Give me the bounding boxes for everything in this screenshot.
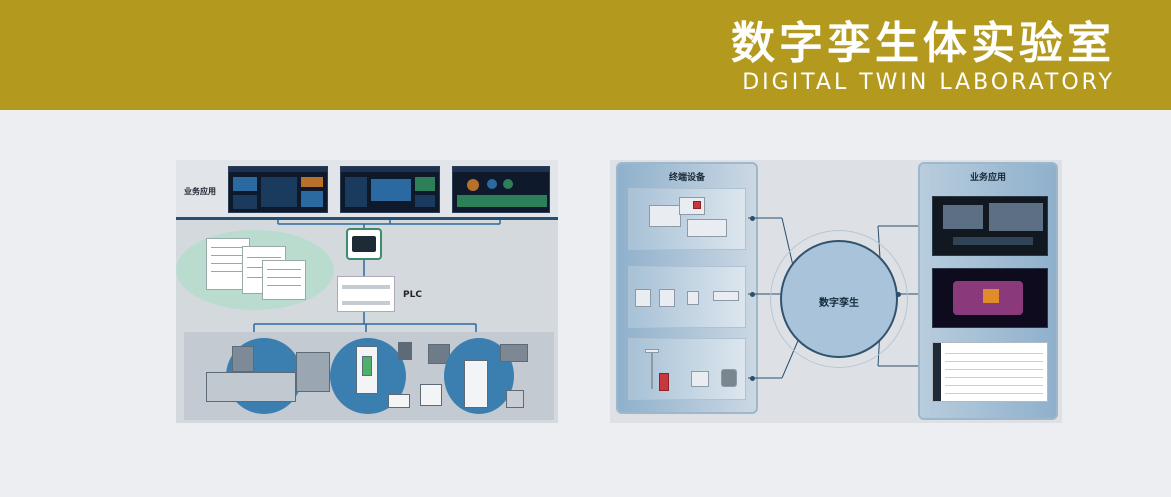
terminal-tile-meters	[628, 266, 746, 328]
terminal-devices-column: 终端设备	[616, 162, 758, 414]
digital-twin-diagram: 终端设备	[610, 160, 1062, 423]
plc-architecture-diagram: 业务应用	[176, 160, 558, 423]
terminal-devices-title: 终端设备	[668, 173, 705, 183]
small-device	[506, 390, 524, 408]
digital-twin-core: 数字孪生	[780, 240, 898, 358]
sensor-device-1	[398, 342, 412, 360]
battery-unit	[500, 344, 528, 362]
dashboard-screenshot-2	[340, 166, 440, 213]
electrical-cabinet	[464, 360, 488, 408]
connector-dot-1	[750, 216, 755, 221]
conveyor-equipment	[206, 372, 296, 402]
page-title: 数字孪生体实验室	[731, 18, 1115, 69]
header-banner: 数字孪生体实验室 DIGITAL TWIN LABORATORY	[0, 0, 1171, 110]
meter-device	[388, 394, 410, 408]
business-apps-title: 业务应用	[969, 173, 1006, 183]
business-app-label: 业务应用	[184, 187, 216, 196]
terminal-tile-industrial	[628, 188, 746, 250]
digital-twin-label: 数字孪生	[819, 298, 859, 309]
field-equipment-area	[184, 332, 554, 420]
controller-box	[420, 384, 442, 406]
storage-rack	[296, 352, 330, 392]
dashboard-screenshot-3	[452, 166, 550, 213]
terminal-tile-facilities	[628, 338, 746, 400]
gateway-device	[346, 228, 382, 260]
page-subtitle: DIGITAL TWIN LABORATORY	[742, 70, 1115, 95]
connector-dot-4	[896, 292, 901, 297]
kiosk-screen	[362, 356, 372, 376]
connection-lines	[253, 220, 501, 338]
monitoring-docs-bubble	[176, 230, 334, 310]
business-apps-column: 业务应用	[918, 162, 1058, 420]
plc-label: PLC	[403, 290, 422, 300]
business-app-bar: 业务应用	[176, 160, 558, 220]
factory-building	[232, 346, 254, 372]
connector-dot-2	[750, 292, 755, 297]
dashboard-screenshot-1	[228, 166, 328, 213]
connector-dot-3	[750, 376, 755, 381]
app-screenshot-table	[932, 342, 1048, 402]
document-sheet-3	[262, 260, 306, 300]
core-ring	[770, 230, 908, 368]
app-screenshot-3d-plant	[932, 196, 1048, 256]
app-screenshot-night-view	[932, 268, 1048, 328]
plc-device	[337, 276, 395, 312]
